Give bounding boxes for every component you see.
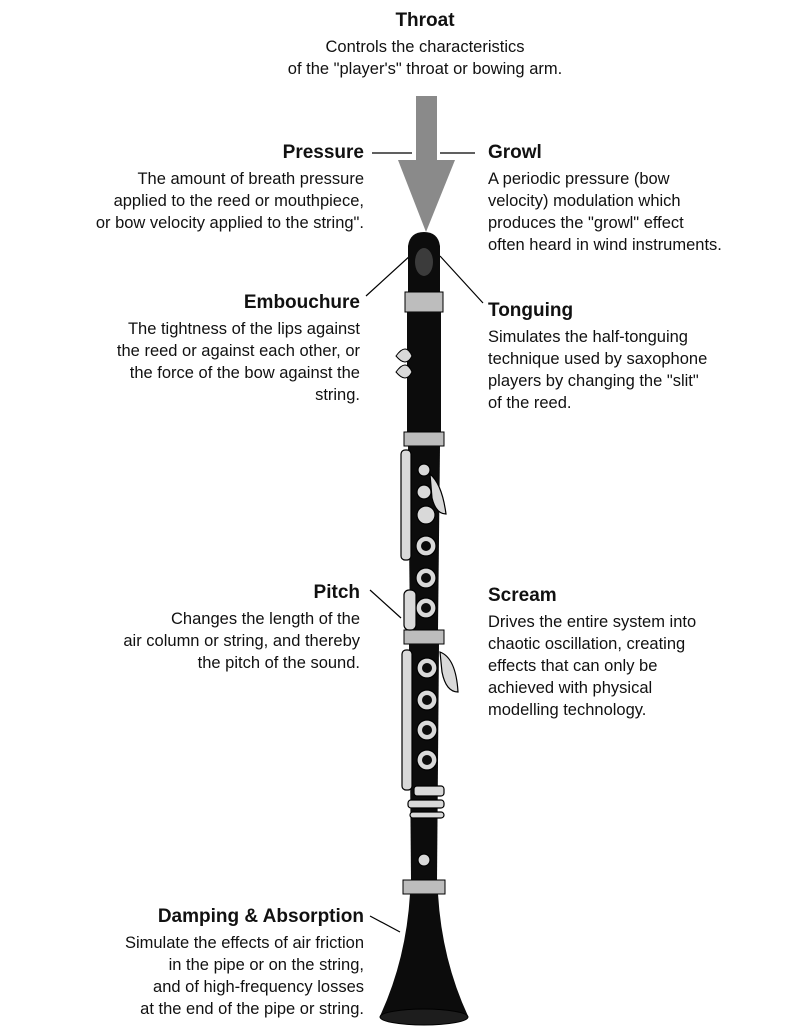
pressure-title: Pressure [282,142,364,163]
embouchure-desc: The tightness of the lips against the re… [116,320,360,404]
growl-desc: A periodic pressure (bow velocity) modul… [488,170,722,254]
throat-label: Throat Controls the characteristics of t… [215,10,635,80]
pressure-label: Pressure The amount of breath pressure a… [0,142,364,234]
growl-label: Growl A periodic pressure (bow velocity)… [488,142,788,256]
down-arrow-icon [398,96,455,232]
leader-lines [365,152,484,933]
throat-desc: Controls the characteristics of the "pla… [287,38,563,78]
embouchure-label: Embouchure The tightness of the lips aga… [0,292,360,406]
tonguing-desc: Simulates the half-tonguing technique us… [488,328,708,412]
pitch-desc: Changes the length of the air column or … [123,610,360,672]
pitch-title: Pitch [313,582,360,603]
scream-desc: Drives the entire system into chaotic os… [488,613,697,719]
pressure-desc: The amount of breath pressure applied to… [95,170,364,232]
embouchure-title: Embouchure [243,292,360,313]
scream-title: Scream [488,585,557,606]
throat-title: Throat [395,10,455,31]
pitch-leader [369,589,402,619]
scream-label: Scream Drives the entire system into cha… [488,585,788,721]
growl-title: Growl [488,142,542,163]
damping-label: Damping & Absorption Simulate the effect… [0,906,364,1020]
damping-desc: Simulate the effects of air friction in … [124,934,364,1018]
tonguing-title: Tonguing [488,300,574,321]
embouchure-leader [365,253,413,297]
damping-leader [369,915,401,933]
tonguing-label: Tonguing Simulates the half-tonguing tec… [488,300,788,414]
clarinet-icon [379,232,469,1026]
damping-title: Damping & Absorption [157,906,364,927]
tonguing-leader [439,255,484,304]
pitch-label: Pitch Changes the length of the air colu… [0,582,360,674]
